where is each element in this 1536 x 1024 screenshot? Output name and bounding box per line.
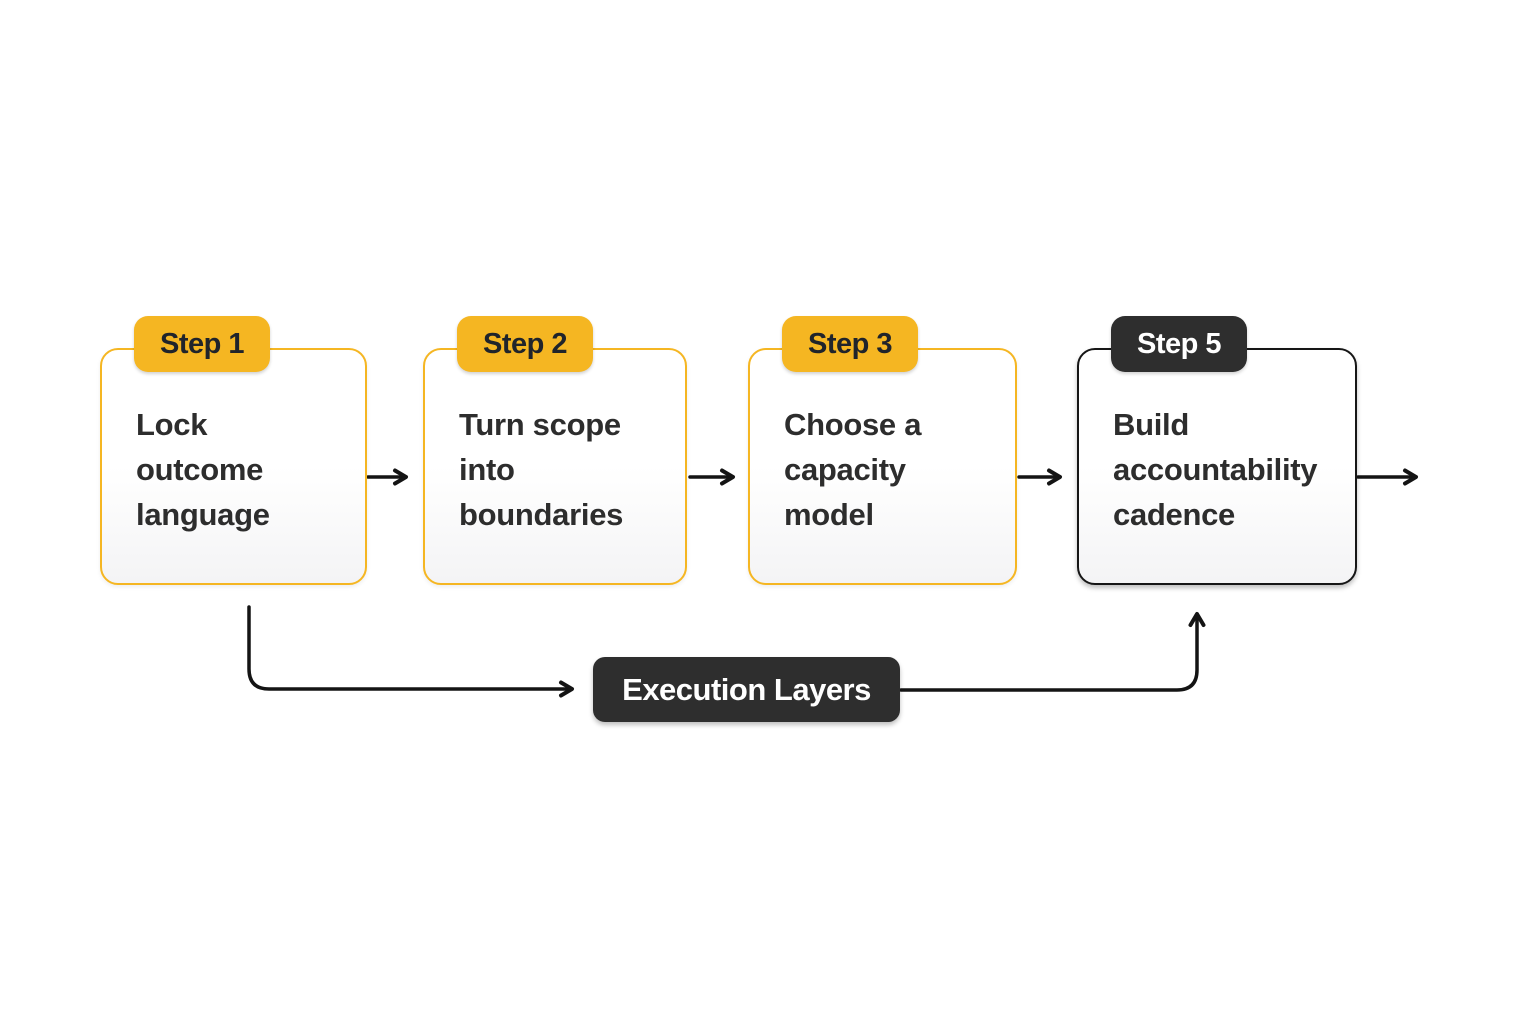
step-3-title-line: model bbox=[784, 497, 874, 532]
step-1-title: Lock outcome language bbox=[136, 402, 270, 537]
step-3-title: Choose a capacity model bbox=[784, 402, 921, 537]
step-2-title-line: into bbox=[459, 452, 515, 487]
step-3-title-line: capacity bbox=[784, 452, 906, 487]
step-3-title-line: Choose a bbox=[784, 407, 922, 442]
step-1-badge: Step 1 bbox=[134, 316, 271, 372]
step-5-title-line: cadence bbox=[1113, 497, 1235, 532]
step-5-badge: Step 5 bbox=[1111, 316, 1248, 372]
step-3-badge: Step 3 bbox=[782, 316, 919, 372]
step-2-badge: Step 2 bbox=[457, 316, 594, 372]
execution-layers-label: Execution Layers bbox=[622, 671, 871, 707]
step-5-title-line: accountability bbox=[1113, 452, 1318, 487]
step-5-title-line: Build bbox=[1113, 407, 1189, 442]
step-1-title-line: language bbox=[136, 497, 270, 532]
connector-step1-to-execution-layers bbox=[247, 605, 574, 698]
step-card-3: Step 3 Choose a capacity model bbox=[748, 316, 1017, 585]
step-card-1: Step 1 Lock outcome language bbox=[100, 316, 367, 585]
step-1-title-line: outcome bbox=[136, 452, 264, 487]
step-card-5: Step 5 Build accountability cadence bbox=[1077, 316, 1357, 585]
execution-layers-node: Execution Layers bbox=[593, 657, 900, 722]
connector-execution-layers-to-step5 bbox=[899, 612, 1206, 692]
step-5-title: Build accountability cadence bbox=[1113, 402, 1318, 537]
step-2-title-line: Turn scope bbox=[459, 407, 621, 442]
step-2-title: Turn scope into boundaries bbox=[459, 402, 623, 537]
step-card-2: Step 2 Turn scope into boundaries bbox=[423, 316, 687, 585]
step-1-title-line: Lock bbox=[136, 407, 208, 442]
step-2-title-line: boundaries bbox=[459, 497, 624, 532]
